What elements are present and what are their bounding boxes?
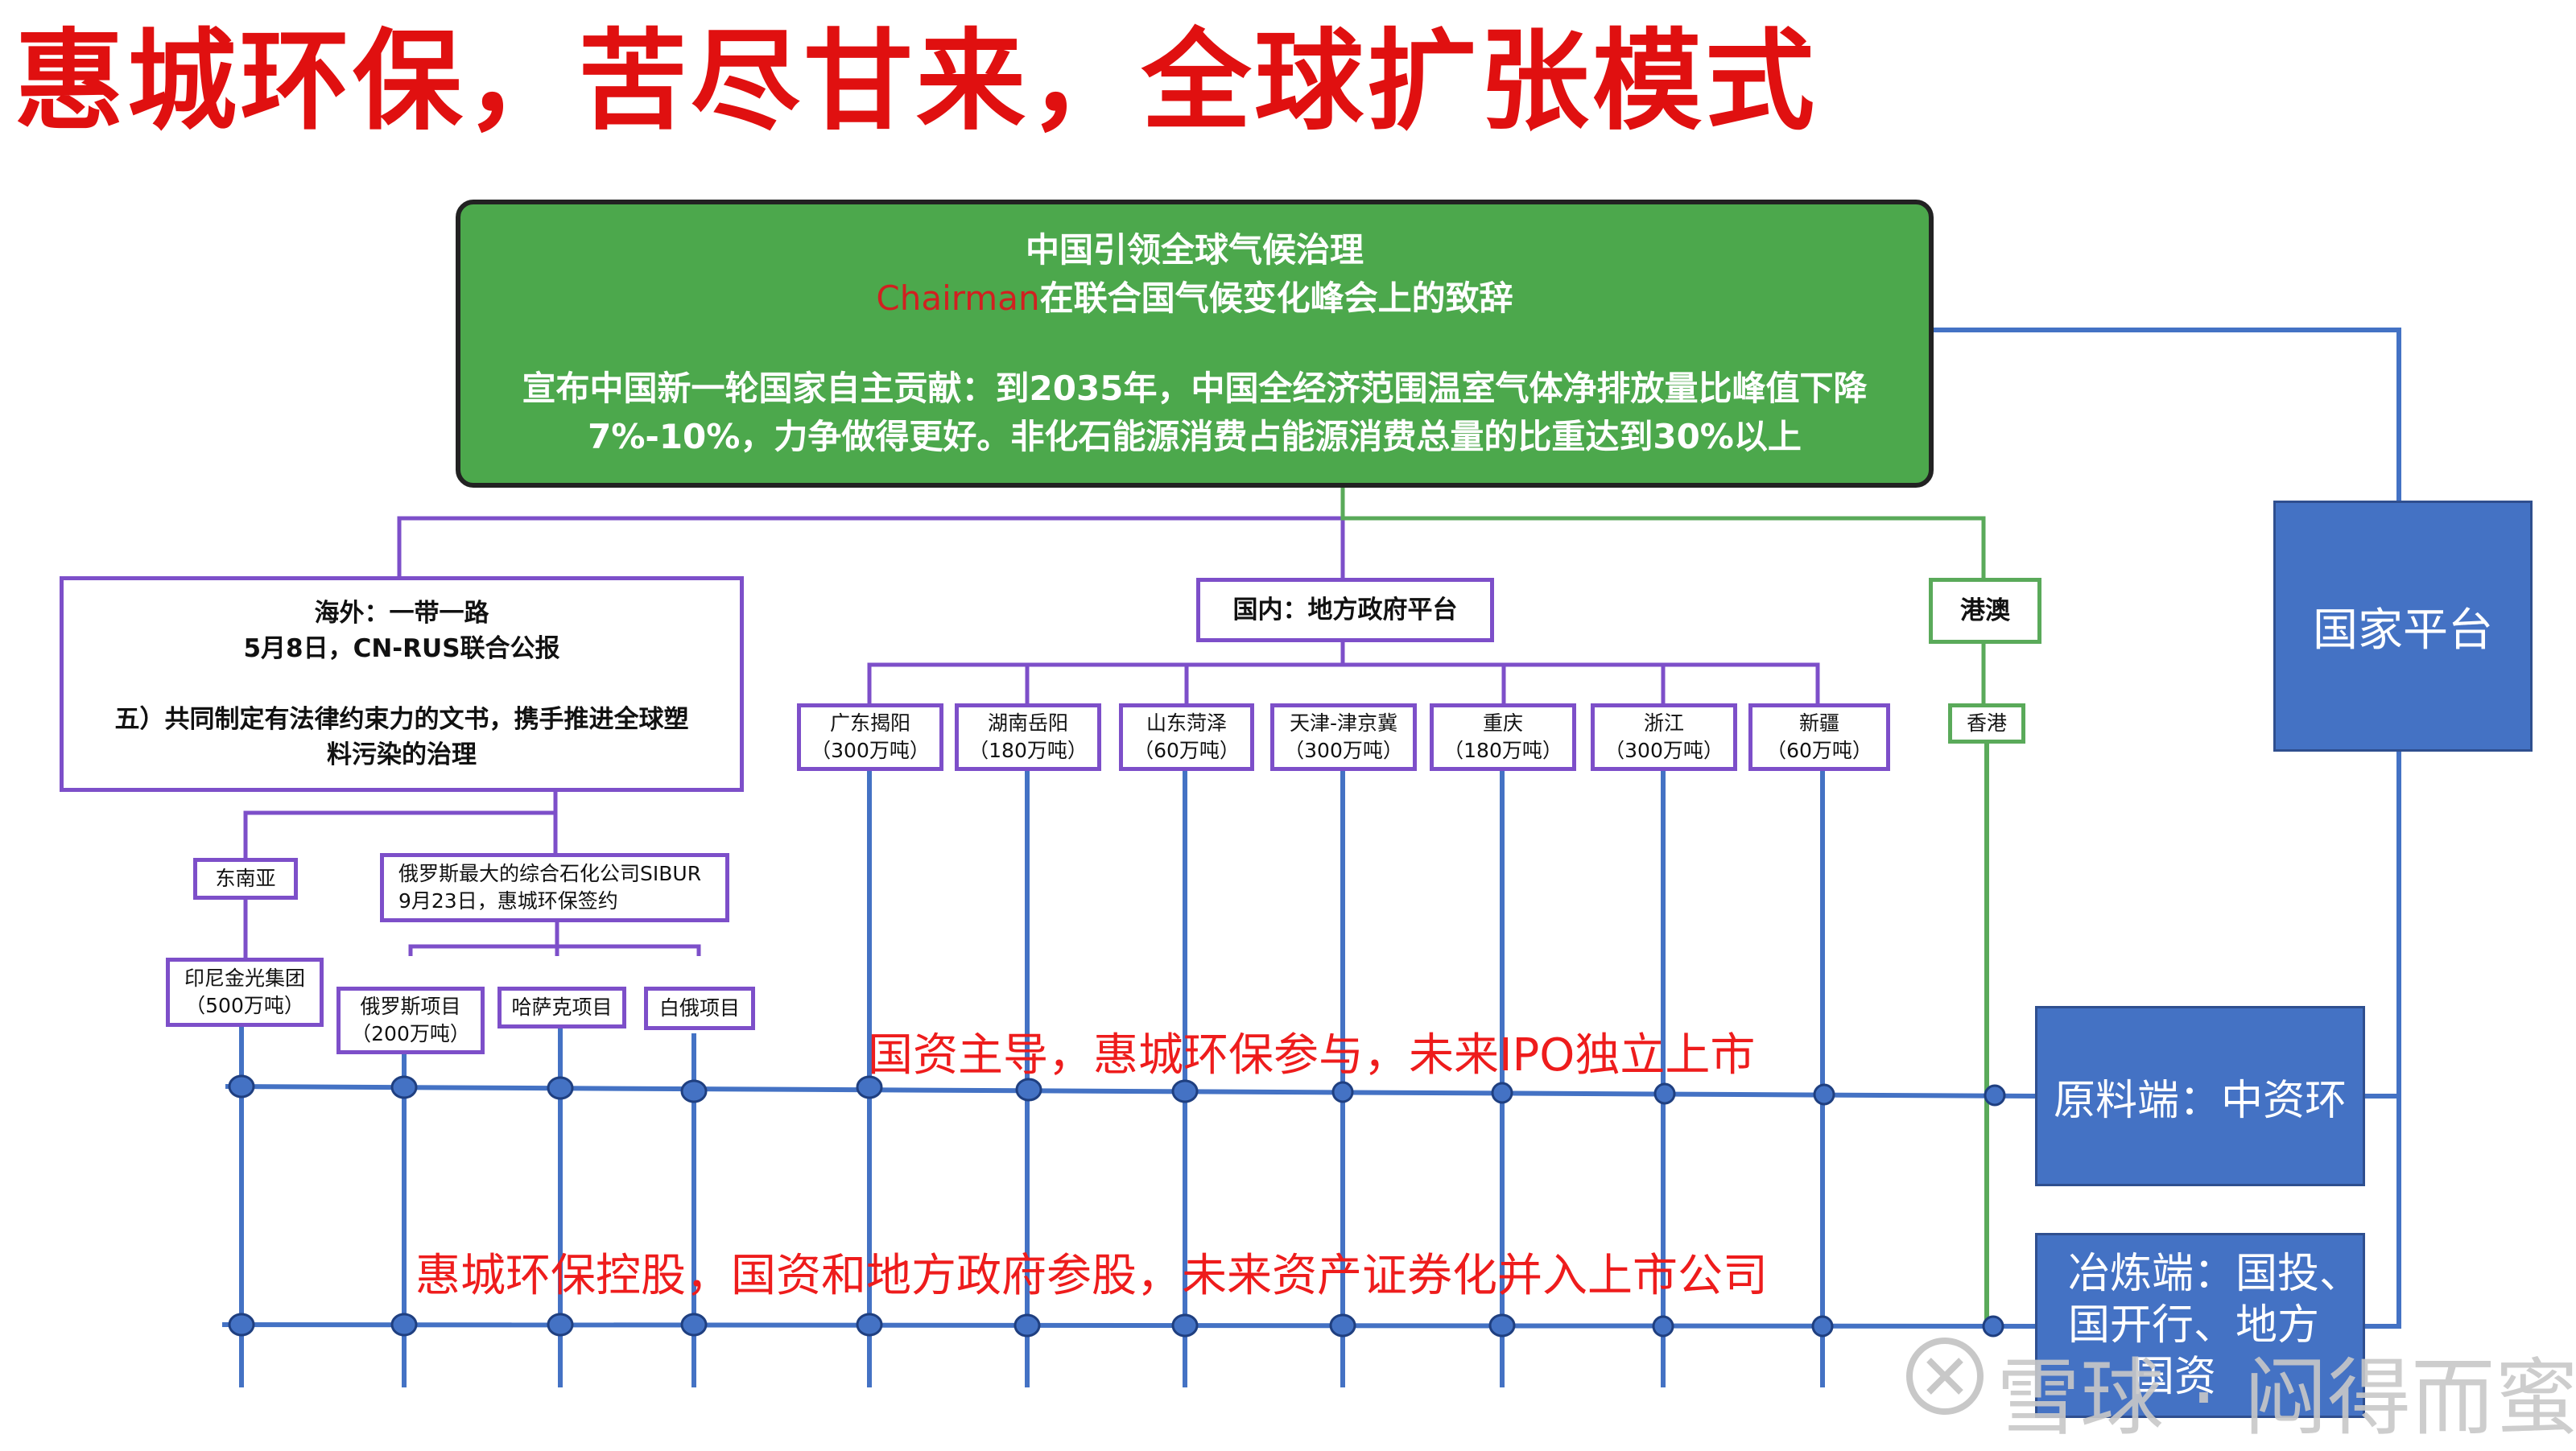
province-box: 湖南岳阳（180万吨） (955, 703, 1101, 771)
huicheng-holding-text: 惠城环保控股，国资和地方政府参股，未来资产证券化并入上市公司 (415, 1250, 1768, 1302)
project-kazakhstan-box: 哈萨克项目 (497, 987, 626, 1028)
chairman-text: Chairman (876, 278, 1040, 318)
overseas-belt-road-box: 海外：一带一路 5月8日，CN-RUS联合公报 五）共同制定有法律约束力的文书，… (60, 576, 744, 792)
snowball-logo-icon (1906, 1338, 1984, 1415)
project-belarus-box: 白俄项目 (644, 987, 755, 1030)
overseas-line4: 料污染的治理 (327, 740, 477, 769)
watermark-text: 雪球 · 闷得而蜜 (1996, 1349, 2576, 1447)
province-box: 重庆（180万吨） (1430, 703, 1576, 771)
province-box: 广东揭阳（300万吨） (797, 703, 943, 771)
southeast-asia-box: 东南亚 (193, 858, 298, 900)
page-title: 惠城环保，苦尽甘来，全球扩张模式 (14, 19, 1818, 146)
province-box: 天津-津京冀（300万吨） (1270, 703, 1417, 771)
national-platform-box: 国家平台 (2273, 501, 2533, 752)
top-box-line2: Chairman在联合国气候变化峰会上的致辞 (876, 278, 1513, 318)
top-box-line4: 7%-10%，力争做得更好。非化石能源消费占能源消费总量的比重达到30%以上 (588, 417, 1802, 456)
overseas-line3: 五）共同制定有法律约束力的文书，携手推进全球塑 (114, 705, 689, 734)
overseas-line2: 5月8日，CN-RUS联合公报 (243, 634, 560, 663)
climate-governance-box: 中国引领全球气候治理 Chairman在联合国气候变化峰会上的致辞 宣布中国新一… (456, 200, 1934, 488)
province-box: 新疆（60万吨） (1748, 703, 1890, 771)
province-box: 山东菏泽（60万吨） (1119, 703, 1254, 771)
top-box-line3: 宣布中国新一轮国家自主贡献：到2035年，中国全经济范围温室气体净排放量比峰值下… (522, 369, 1868, 408)
project-russia-box: 俄罗斯项目 （200万吨） (336, 987, 485, 1054)
state-led-text: 国资主导，惠城环保参与，未来IPO独立上市 (868, 1029, 1756, 1082)
province-box: 浙江（300万吨） (1591, 703, 1737, 771)
raw-material-box: 原料端：中资环 (2035, 1006, 2365, 1186)
hk-macau-box: 港澳 (1929, 578, 2041, 644)
project-indonesia-box: 印尼金光集团 （500万吨） (166, 958, 324, 1027)
overseas-line1: 海外：一带一路 (314, 599, 489, 628)
sibur-box: 俄罗斯最大的综合石化公司SIBUR 9月23日，惠城环保签约 (380, 853, 729, 922)
top-box-line1: 中国引领全球气候治理 (1025, 230, 1364, 270)
hongkong-box: 香港 (1948, 703, 2025, 744)
domestic-platform-box: 国内：地方政府平台 (1196, 578, 1494, 642)
smelting-box: 冶炼端：国投、 国开行、地方 国资 (2035, 1233, 2365, 1418)
